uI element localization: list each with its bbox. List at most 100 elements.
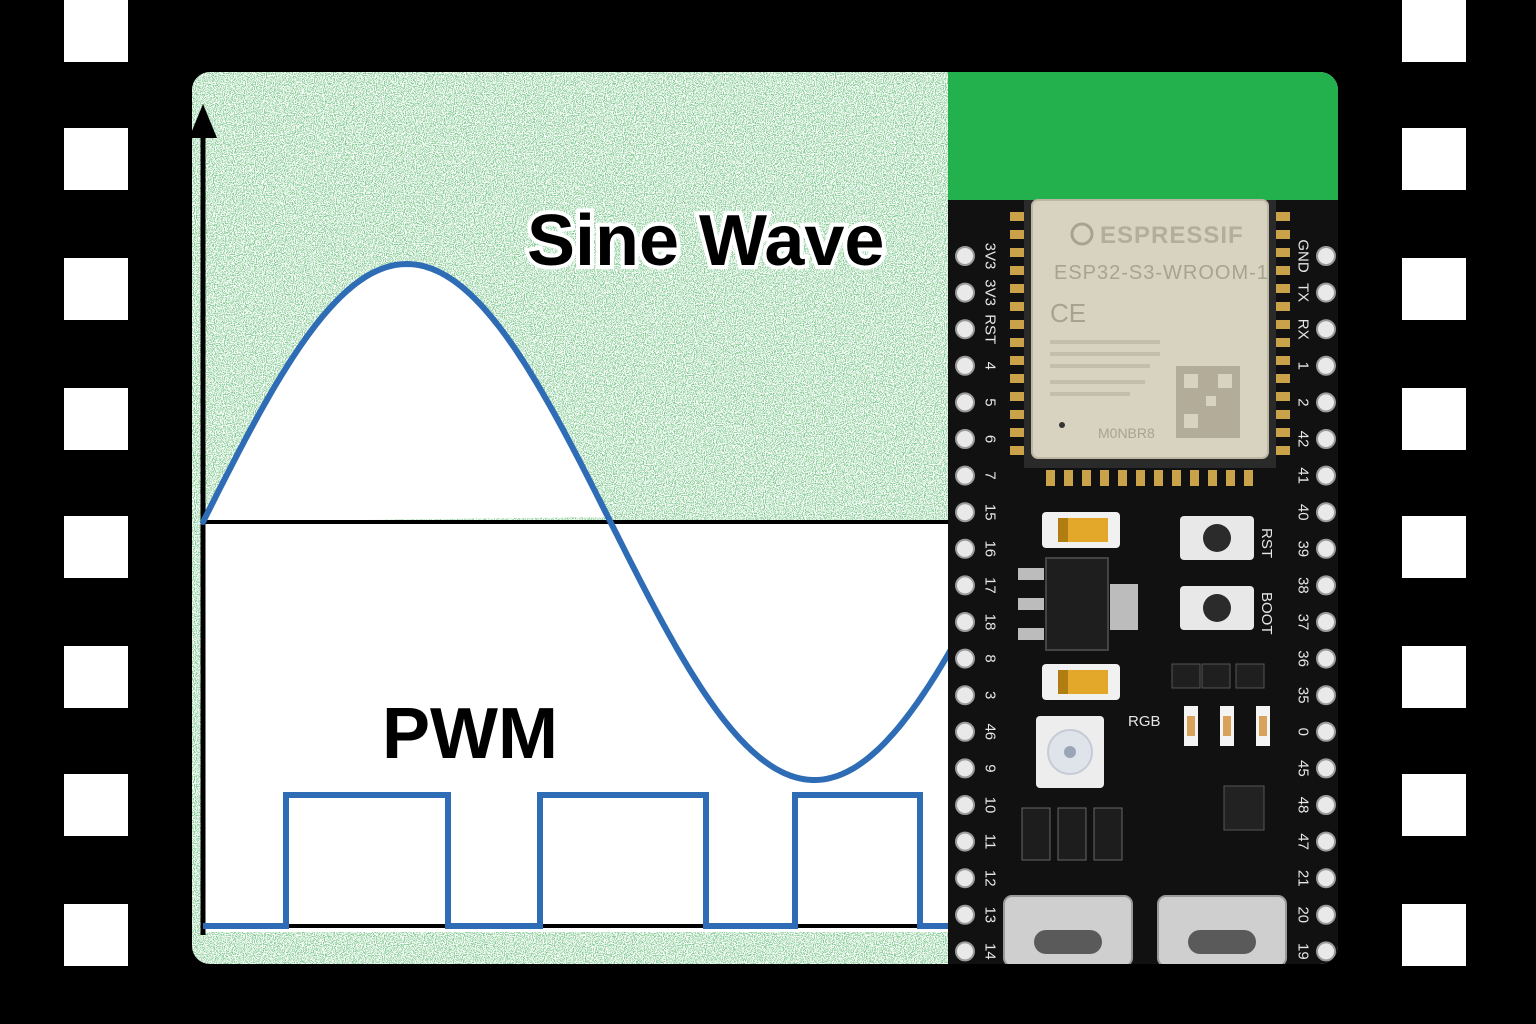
pin-label: 48 <box>1295 797 1312 814</box>
sprocket-hole <box>1402 516 1466 578</box>
rst-button[interactable]: RST <box>1180 516 1275 560</box>
pin-label: 4 <box>982 362 999 370</box>
usb-c-connector-right <box>1157 895 1287 964</box>
sprocket-hole <box>1402 0 1466 62</box>
right-pin-header: GNDTXRX1242414039383736350454847212019GN… <box>1295 239 1336 962</box>
boot-button[interactable]: BOOT <box>1180 586 1275 635</box>
esp32-s3-board: 3V33V3RST4567151617188346910111213145V G… <box>948 199 1338 964</box>
header-pin <box>1316 319 1336 340</box>
header-pin <box>955 246 975 266</box>
sprocket-hole <box>64 904 128 966</box>
header-pin <box>1316 465 1336 486</box>
espressif-logo-icon <box>1070 222 1094 246</box>
sprocket-hole <box>1402 258 1466 320</box>
header-pin <box>1316 685 1336 706</box>
header-pin <box>955 648 975 669</box>
header-pin <box>1316 758 1336 779</box>
pin-label: 15 <box>982 504 999 521</box>
pin-label: 8 <box>982 654 999 662</box>
sprocket-hole <box>64 128 128 190</box>
header-pin <box>955 795 975 815</box>
header-pin <box>1316 904 1336 925</box>
wroom-module: ESPRESSIF ESP32-S3-WROOM-1 CE M0NBR8 <box>1024 199 1276 468</box>
header-pin <box>1316 721 1336 742</box>
pin-label: 21 <box>1295 870 1312 887</box>
header-pin <box>955 831 975 852</box>
header-pin <box>955 904 975 925</box>
header-pin <box>1316 831 1336 852</box>
waveform-plot: Sine Wave PWM <box>192 104 956 935</box>
header-pin <box>1316 538 1336 559</box>
sprocket-hole <box>64 258 128 320</box>
small-transistors <box>1171 663 1265 689</box>
header-pin <box>955 282 975 303</box>
sprocket-hole <box>64 774 128 836</box>
pin-label: 7 <box>982 471 999 479</box>
header-pin <box>1316 868 1336 889</box>
green-header-band <box>948 72 1338 202</box>
sprocket-hole <box>1402 774 1466 836</box>
usb-bridge-chip <box>1223 785 1265 831</box>
usb-c-connector-left <box>1003 895 1133 964</box>
rgb-led <box>1036 716 1104 788</box>
rst-button-label: RST <box>1258 528 1275 558</box>
sprocket-hole <box>1402 646 1466 708</box>
header-pin <box>955 721 975 742</box>
header-pin <box>955 612 975 632</box>
pin-label: 18 <box>982 614 999 631</box>
pin-label: 3 <box>982 691 999 699</box>
module-model: ESP32-S3-WROOM-1 <box>1054 262 1269 284</box>
header-pin <box>1316 941 1336 962</box>
header-pin <box>955 355 975 376</box>
sprocket-hole <box>1402 904 1466 966</box>
pin-label: 16 <box>982 540 999 557</box>
pwm-label: PWM <box>382 694 558 774</box>
pin-label: 9 <box>982 764 999 772</box>
pin-label: 36 <box>1295 650 1312 667</box>
header-pin <box>1316 392 1336 413</box>
sprocket-hole <box>64 388 128 450</box>
header-pin <box>1316 355 1336 376</box>
sine-wave-curve <box>200 260 956 783</box>
pin-label: GND <box>1295 239 1312 273</box>
pin-label: 13 <box>982 906 999 923</box>
pin-label: 3V3 <box>982 279 999 306</box>
module-pads <box>1010 212 1290 486</box>
pin-label: 38 <box>1295 577 1312 594</box>
sine-fill <box>203 264 608 522</box>
header-pin <box>1316 282 1336 303</box>
pin-label: 20 <box>1295 906 1312 923</box>
pin-label: RX <box>1295 319 1312 340</box>
pin-label: 47 <box>1295 833 1312 850</box>
sprocket-hole <box>1402 128 1466 190</box>
pin-label: 42 <box>1295 431 1312 448</box>
pin-label: TX <box>1295 283 1312 302</box>
pin-label: 19 <box>1295 943 1312 960</box>
protection-diodes <box>1021 807 1123 861</box>
header-pin <box>955 465 975 486</box>
pin-label: 37 <box>1295 614 1312 631</box>
sine-wave-label: Sine Wave <box>527 201 884 281</box>
header-pin <box>1316 648 1336 669</box>
header-pin <box>955 575 975 596</box>
pin-label: 14 <box>982 943 999 960</box>
picture-panel: Sine Wave PWM 3V33V3RST45671516171883469… <box>192 72 1338 964</box>
pin-label: 12 <box>982 870 999 887</box>
pin-label: 0 <box>1295 728 1312 736</box>
pin-label: 11 <box>982 834 999 850</box>
header-pin <box>955 758 975 779</box>
module-lot-code: M0NBR8 <box>1098 425 1155 441</box>
header-pin <box>955 941 975 962</box>
sprocket-hole <box>1402 388 1466 450</box>
header-pin <box>955 319 975 340</box>
pin-label: 45 <box>1295 760 1312 777</box>
left-pin-header: 3V33V3RST4567151617188346910111213145V <box>955 243 999 962</box>
tantalum-capacitors <box>1042 512 1120 700</box>
header-pin <box>1316 575 1336 596</box>
header-pin <box>955 538 975 559</box>
pwm-square-wave <box>203 792 955 929</box>
sprocket-hole <box>64 0 128 62</box>
pin-label: 3V3 <box>982 243 999 270</box>
header-pin <box>955 429 975 449</box>
